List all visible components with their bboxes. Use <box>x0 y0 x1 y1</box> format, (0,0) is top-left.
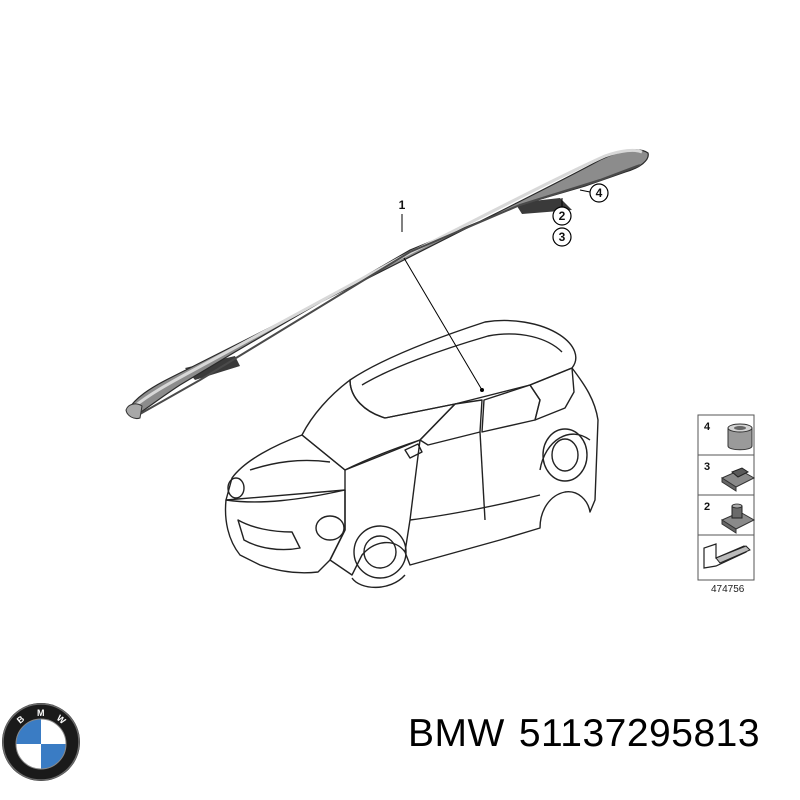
callout-2: 2 <box>552 198 572 226</box>
threaded-clip-icon <box>720 503 756 534</box>
roof-rail <box>125 148 649 419</box>
bmw-logo-letter-b: B <box>15 713 27 725</box>
bmw-logo: B M W <box>2 703 80 781</box>
car-outline <box>224 319 599 588</box>
caption-brand: BMW <box>408 712 505 755</box>
bmw-logo-letter-m: M <box>37 708 45 718</box>
part-caption: BMW 51137295813 <box>408 712 760 756</box>
callout-3: 3 <box>552 227 572 247</box>
legend-item-4: 4 <box>704 421 753 451</box>
clip-nut-icon <box>720 467 756 492</box>
parts-legend: 4 3 2 <box>697 414 756 595</box>
legend-item-2-number: 2 <box>704 501 710 513</box>
legend-item-3-number: 3 <box>704 461 710 473</box>
rail-to-car-leader <box>403 257 483 391</box>
callout-1-label: 1 <box>399 198 406 212</box>
callout-2-label: 2 <box>559 209 566 223</box>
legend-item-4-number: 4 <box>704 421 711 433</box>
caption-part-number: 51137295813 <box>518 712 761 755</box>
reference-number: 474756 <box>711 584 745 595</box>
callout-3-label: 3 <box>559 230 566 244</box>
arrow-icon <box>703 543 751 569</box>
callout-4-label: 4 <box>596 186 603 200</box>
sleeve-icon <box>727 423 753 451</box>
legend-item-3: 3 <box>704 461 756 492</box>
callout-4: 4 <box>579 183 609 203</box>
legend-item-2: 2 <box>704 501 756 534</box>
